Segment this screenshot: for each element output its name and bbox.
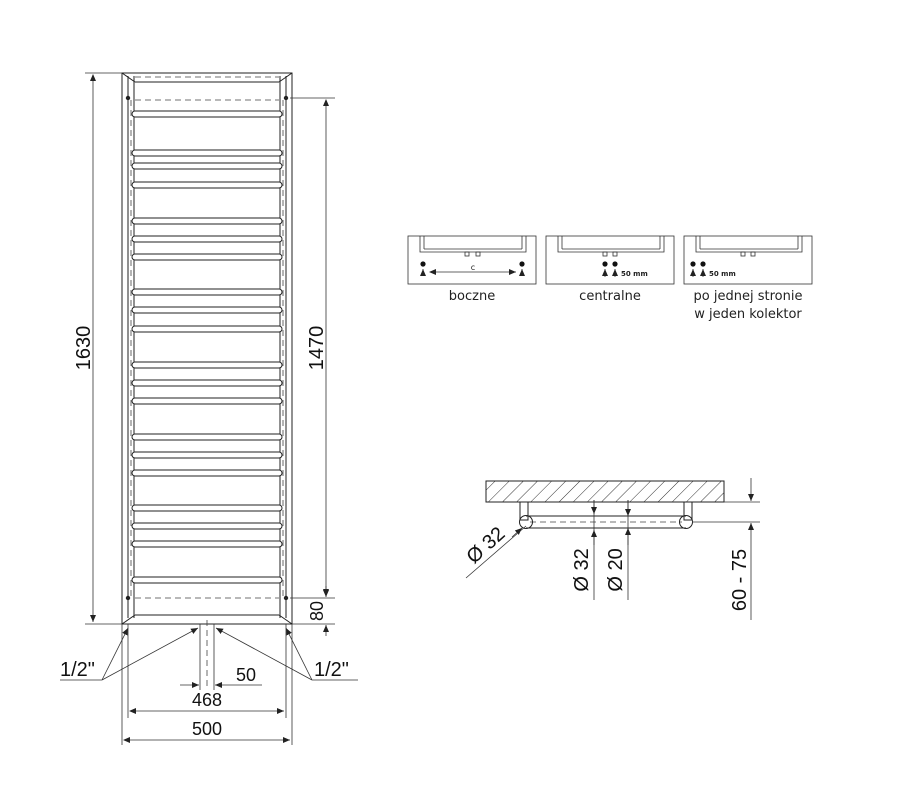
radiator-bar — [131, 576, 283, 584]
radiator-bar — [131, 217, 283, 225]
tube-diameter-1-label: Ø 32 — [571, 548, 593, 591]
thread-left-label: 1/2" — [60, 659, 95, 681]
collector-diameter-label: Ø 32 — [463, 523, 510, 568]
inner-width-label: 468 — [192, 690, 222, 710]
bottom-offset-label: 80 — [307, 601, 327, 621]
radiator-bar — [131, 162, 283, 170]
center-gap-label: 50 — [236, 665, 256, 685]
one-side-label-2: w jeden kolektor — [694, 307, 802, 322]
connection-centralne: 50 mm centralne — [545, 235, 675, 304]
dimension-spacing-height: 1470 — [290, 97, 335, 599]
radiator-front-view — [121, 72, 293, 625]
radiator-bar — [131, 469, 283, 477]
connection-boczne: c boczne — [407, 235, 537, 304]
radiator-bar — [131, 522, 283, 530]
centralne-mark: 50 mm — [621, 270, 648, 278]
radiator-bar — [131, 253, 283, 261]
wall-distance-label: 60 - 75 — [729, 549, 751, 611]
wall-hatch — [485, 480, 725, 503]
thread-callouts: 1/2" 1/2" — [60, 627, 358, 681]
total-height-label: 1630 — [73, 326, 95, 371]
thread-right-label: 1/2" — [314, 659, 349, 681]
boczne-mark: c — [471, 263, 475, 272]
one-side-label-1: po jednej stronie — [694, 289, 803, 304]
one-side-mark: 50 mm — [709, 270, 736, 278]
radiator-bar — [131, 149, 283, 157]
total-width-label: 500 — [192, 719, 222, 739]
radiator-bar — [131, 288, 283, 296]
spacing-height-label: 1470 — [306, 326, 328, 371]
radiator-bar — [131, 361, 283, 369]
connection-types: c boczne 50 mm centralne — [407, 235, 813, 322]
radiator-bar — [131, 540, 283, 548]
radiator-bar — [131, 451, 283, 459]
side-view: Ø 32 Ø 20 Ø 32 60 - 75 — [463, 478, 760, 620]
radiator-bar — [131, 397, 283, 405]
connection-one-side: 50 mm po jednej stronie w jeden kolektor — [683, 235, 813, 322]
bottom-width-dimensions: 50 468 500 — [121, 620, 293, 745]
boczne-label: boczne — [449, 289, 495, 304]
centralne-label: centralne — [579, 289, 641, 304]
radiator-bars — [131, 110, 283, 584]
dimension-bottom-offset: 80 — [292, 586, 335, 636]
dimension-total-height: 1630 — [73, 72, 122, 625]
radiator-bar — [131, 325, 283, 333]
radiator-bar — [131, 504, 283, 512]
radiator-bar — [131, 181, 283, 189]
radiator-bar — [131, 379, 283, 387]
tube-diameter-2-label: Ø 20 — [605, 548, 627, 591]
radiator-bar — [131, 110, 283, 118]
radiator-bar — [131, 433, 283, 441]
radiator-bar — [131, 306, 283, 314]
radiator-bar — [131, 235, 283, 243]
